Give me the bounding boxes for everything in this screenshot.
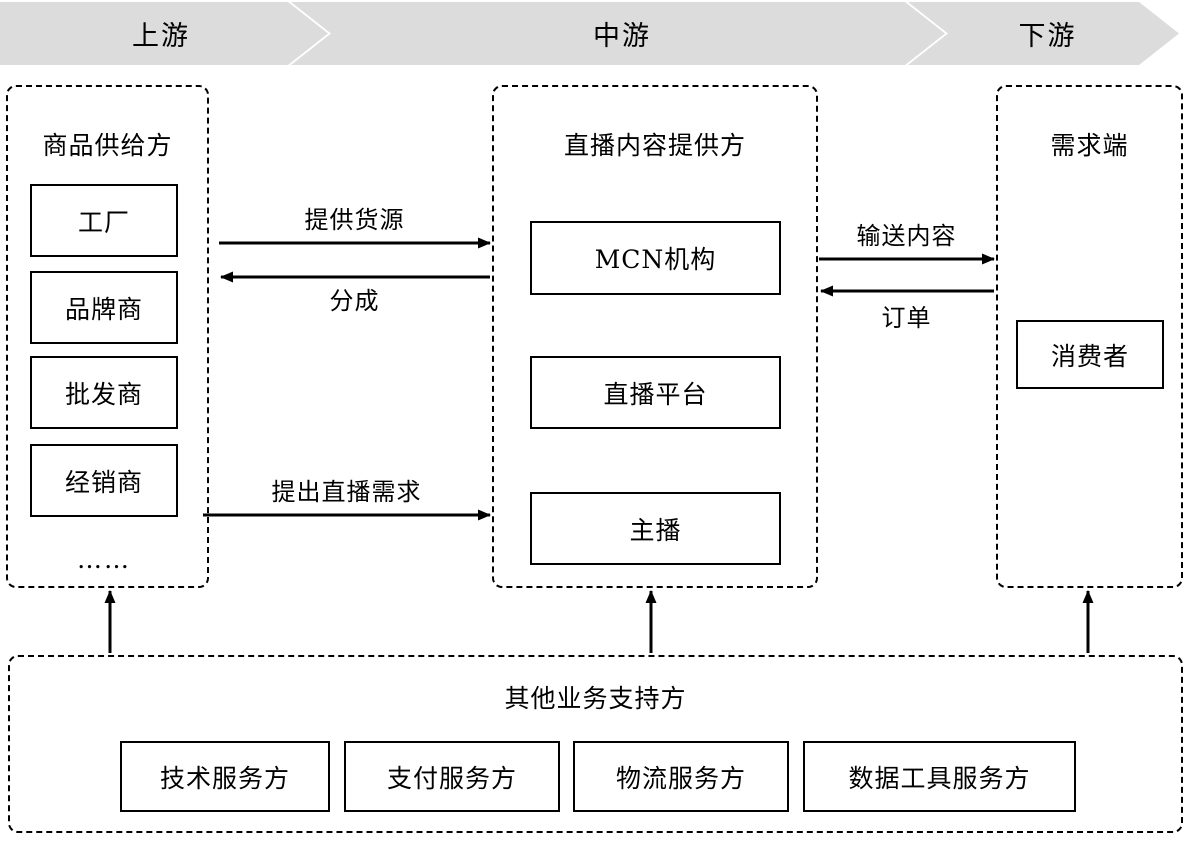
- banner-segment-upstream: 上游: [0, 2, 328, 65]
- upstream-item-3-label: 经销商: [64, 467, 143, 497]
- banner-segment-midstream: 中游: [291, 2, 945, 65]
- downstream-panel-title: 需求端: [1050, 131, 1129, 160]
- upstream-item-3: 经销商: [30, 444, 178, 517]
- midstream-item-0-label: MCN机构: [594, 245, 717, 274]
- support-item-1: 支付服务方: [344, 741, 560, 812]
- flow-label-revenue-share: 分成: [329, 287, 380, 315]
- downstream-item-0: 消费者: [1016, 320, 1164, 389]
- banner-label-downstream: 下游: [1018, 21, 1077, 52]
- upstream-panel: [6, 85, 209, 588]
- midstream-item-1: 直播平台: [530, 356, 781, 429]
- midstream-item-2: 主播: [530, 492, 781, 565]
- banner-segment-downstream: 下游: [908, 2, 1179, 65]
- upstream-panel-title: 商品供给方: [42, 131, 173, 160]
- support-panel: [8, 655, 1183, 833]
- flow-label-livestream-demand: 提出直播需求: [271, 478, 422, 506]
- banner-label-upstream: 上游: [132, 21, 190, 52]
- support-item-3-label: 数据工具服务方: [848, 763, 1031, 793]
- flow-label-supply-goods: 提供货源: [304, 206, 405, 234]
- support-item-1-label: 支付服务方: [386, 763, 517, 793]
- support-item-3: 数据工具服务方: [803, 741, 1076, 812]
- downstream-item-0-label: 消费者: [1050, 341, 1129, 371]
- upstream-item-0: 工厂: [30, 184, 178, 257]
- flow-label-deliver-content: 输送内容: [856, 222, 957, 250]
- upstream-item-1-label: 品牌商: [64, 294, 143, 324]
- midstream-item-1-label: 直播平台: [603, 379, 708, 409]
- support-item-0: 技术服务方: [120, 741, 330, 812]
- support-item-2-label: 物流服务方: [615, 763, 746, 793]
- upstream-more-indicator: ……: [77, 545, 131, 574]
- flow-label-order: 订单: [881, 304, 932, 332]
- banner-label-midstream: 中游: [593, 21, 651, 52]
- support-item-2: 物流服务方: [573, 741, 789, 812]
- midstream-panel: [492, 85, 818, 588]
- midstream-item-0: MCN机构: [530, 221, 781, 295]
- midstream-panel-title: 直播内容提供方: [563, 131, 746, 160]
- upstream-item-2-label: 批发商: [64, 379, 143, 409]
- upstream-item-2: 批发商: [30, 356, 178, 429]
- upstream-item-0-label: 工厂: [77, 207, 130, 237]
- upstream-item-1: 品牌商: [30, 271, 178, 344]
- midstream-item-2-label: 主播: [629, 515, 682, 545]
- downstream-panel: [996, 85, 1183, 588]
- support-panel-title: 其他业务支持方: [504, 684, 687, 713]
- support-item-0-label: 技术服务方: [159, 763, 290, 793]
